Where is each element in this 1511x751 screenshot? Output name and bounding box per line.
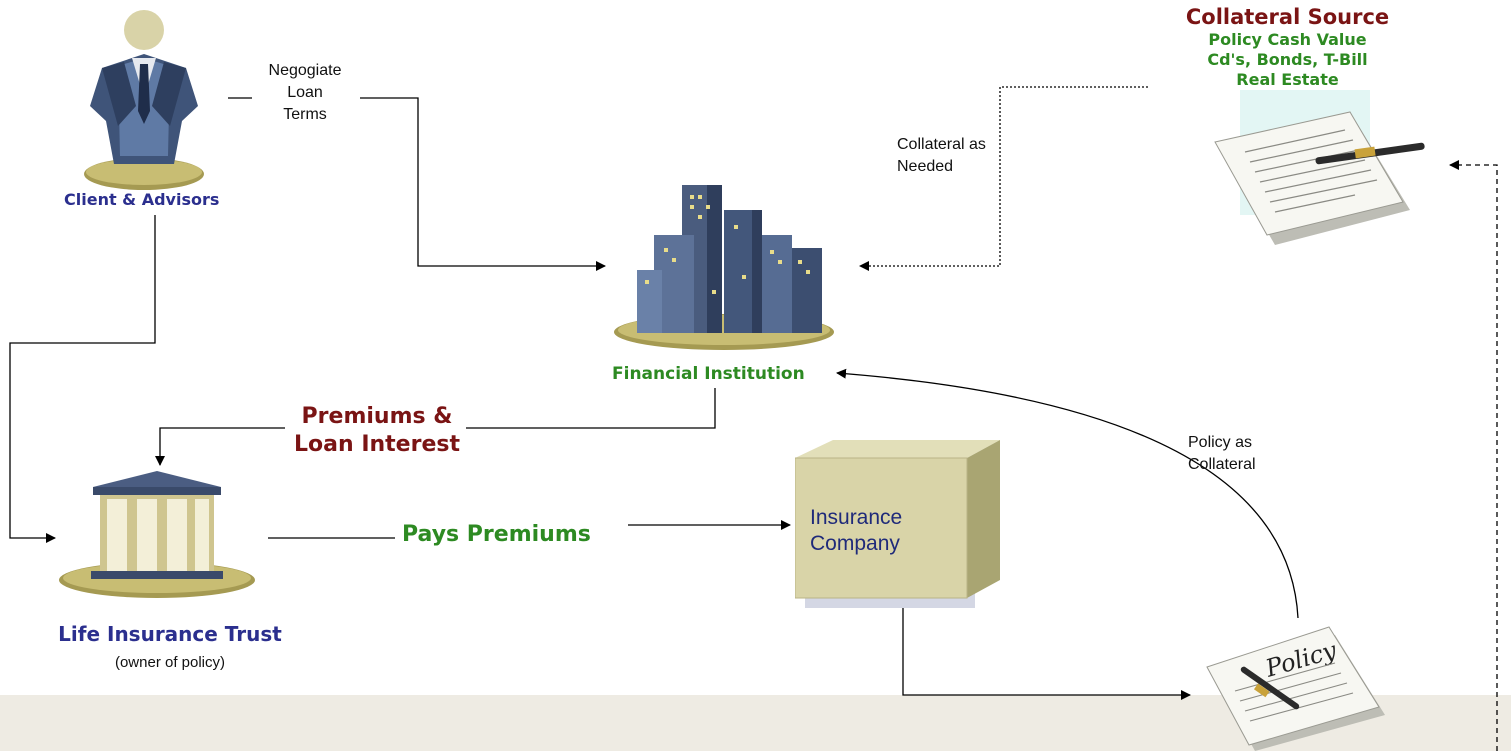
collateral-needed-line-1: Collateral as xyxy=(897,136,986,153)
contract-pen-icon xyxy=(1214,90,1425,245)
negotiate-line xyxy=(228,97,605,266)
businessman-icon xyxy=(84,10,204,190)
bank-building-icon xyxy=(59,471,255,598)
insurance-company-line-1: Insurance xyxy=(810,506,903,529)
city-buildings-icon xyxy=(614,185,834,350)
insurance-to-policy-line xyxy=(902,607,1191,700)
collateral-item: Policy Cash Value xyxy=(1208,30,1367,49)
collateral-needed-label: Collateral as Needed xyxy=(897,134,986,178)
pays-premiums-line xyxy=(268,525,790,539)
policy-collateral-line-1: Policy as xyxy=(1188,434,1253,451)
policy-collateral-label: Policy as Collateral xyxy=(1188,432,1256,476)
policy-collateral-curve xyxy=(836,368,1299,619)
collateral-source-dashed-line xyxy=(1449,160,1498,751)
trust-sublabel: (owner of policy) xyxy=(114,654,226,671)
premiums-interest-line-1: Premiums & xyxy=(301,404,453,429)
premiums-interest-line xyxy=(160,388,716,465)
box-icon xyxy=(795,440,1000,608)
life-insurance-trust-label: Life Insurance Trust xyxy=(58,622,282,646)
collateral-needed-line-2: Needed xyxy=(897,158,954,175)
negotiate-line-1: Negogiate xyxy=(268,62,342,79)
collateral-needed-line xyxy=(859,86,1148,271)
insurance-company-label: Insurance Company xyxy=(810,505,902,557)
premiums-interest-label: Premiums & Loan Interest xyxy=(282,403,472,459)
client-advisors-label: Client & Advisors xyxy=(64,190,220,209)
client-to-trust-line xyxy=(9,215,156,543)
collateral-item: Cd's, Bonds, T-Bill xyxy=(1207,50,1368,69)
premiums-interest-line-2: Loan Interest xyxy=(294,432,460,457)
negotiate-line-2: Loan xyxy=(287,84,323,101)
pays-premiums-label: Pays Premiums xyxy=(402,522,591,547)
financial-institution-label: Financial Institution xyxy=(612,364,805,384)
policy-document-icon: Policy xyxy=(1206,626,1385,751)
collateral-item: Real Estate xyxy=(1236,70,1339,89)
negotiate-line-3: Terms xyxy=(283,106,327,123)
collateral-source-title: Collateral Source xyxy=(1185,5,1390,29)
negotiate-label: Negogiate Loan Terms xyxy=(250,60,360,126)
insurance-company-line-2: Company xyxy=(810,532,900,555)
policy-collateral-line-2: Collateral xyxy=(1188,456,1256,473)
